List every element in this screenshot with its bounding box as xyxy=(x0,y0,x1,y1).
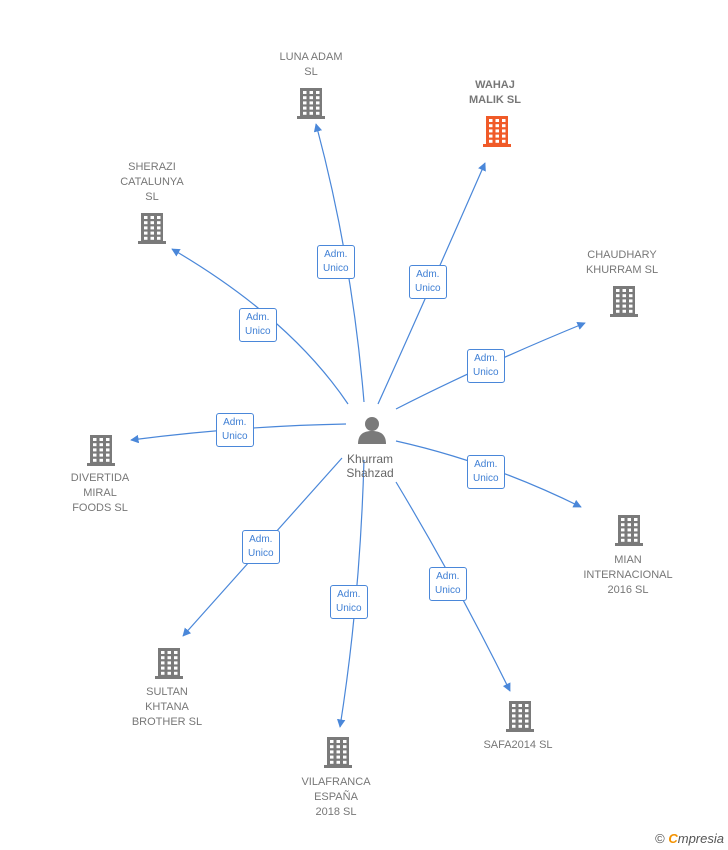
building-icon xyxy=(155,648,183,679)
building-icon xyxy=(297,88,325,119)
brand-logo-initial: C xyxy=(668,831,678,846)
relation-label-vilafranca-espana[interactable]: Adm. Unico xyxy=(330,585,368,619)
company-name-vilafranca-espana[interactable]: VILAFRANCA ESPAÑA 2018 SL xyxy=(301,776,371,818)
person-icon xyxy=(358,417,386,444)
company-name-wahaj-malik[interactable]: WAHAJ MALIK SL xyxy=(469,79,521,106)
building-icon xyxy=(610,286,638,317)
building-icon xyxy=(87,435,115,466)
company-name-sultan-khtana[interactable]: SULTAN KHTANA BROTHER SL xyxy=(131,686,203,728)
company-name-sherazi-catalunya[interactable]: SHERAZI CATALUNYA SL xyxy=(120,161,184,203)
company-name-chaudhary-khurram[interactable]: CHAUDHARY KHURRAM SL xyxy=(585,249,659,276)
building-icon xyxy=(138,213,166,244)
building-icon xyxy=(506,701,534,732)
relation-label-safa2014[interactable]: Adm. Unico xyxy=(429,567,467,601)
copyright-symbol: © xyxy=(655,831,665,846)
relation-label-chaudhary-khurram[interactable]: Adm. Unico xyxy=(467,349,505,383)
company-name-divertida-miral[interactable]: DIVERTIDA MIRAL FOODS SL xyxy=(70,472,130,514)
relation-label-divertida-miral[interactable]: Adm. Unico xyxy=(216,413,254,447)
relation-label-mian-internacional[interactable]: Adm. Unico xyxy=(467,455,505,489)
company-name-luna-adam[interactable]: LUNA ADAM SL xyxy=(279,51,343,78)
company-name-mian-internacional[interactable]: MIAN INTERNACIONAL 2016 SL xyxy=(583,554,673,596)
watermark: © Cmpresia xyxy=(655,831,724,846)
building-icon xyxy=(483,116,511,147)
relation-label-sultan-khtana[interactable]: Adm. Unico xyxy=(242,530,280,564)
company-name-safa2014[interactable]: SAFA2014 SL xyxy=(483,739,553,751)
person-name[interactable]: Khurram Shahzad xyxy=(346,452,394,480)
person-node[interactable] xyxy=(358,417,386,444)
building-icon xyxy=(324,737,352,768)
relation-label-sherazi-catalunya[interactable]: Adm. Unico xyxy=(239,308,277,342)
building-icon xyxy=(615,515,643,546)
brand-logo-text: mpresia xyxy=(677,831,724,846)
relation-label-wahaj-malik[interactable]: Adm. Unico xyxy=(409,265,447,299)
relation-label-luna-adam[interactable]: Adm. Unico xyxy=(317,245,355,279)
